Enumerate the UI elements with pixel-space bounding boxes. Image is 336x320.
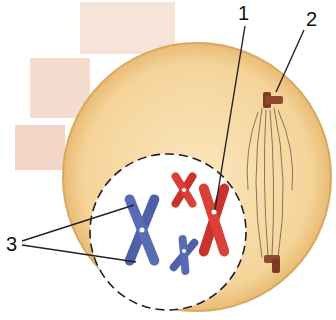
smudge [80,2,175,54]
centriole [264,255,280,273]
chromosome-blue-small [168,235,200,276]
chromosome-blue-large [123,193,161,267]
chromosome-red-small [170,171,198,209]
callout-number: 2 [306,8,317,30]
callout-number: 3 [6,233,17,255]
callout-number: 1 [238,2,249,24]
leader-lines [22,26,304,262]
smudge [15,125,65,170]
nuclear-envelope [90,154,246,310]
nucleus [90,154,246,310]
centriole [263,92,283,108]
cell [63,43,331,311]
chromosome-red-large [198,182,231,257]
spindle-fibers [247,108,293,258]
